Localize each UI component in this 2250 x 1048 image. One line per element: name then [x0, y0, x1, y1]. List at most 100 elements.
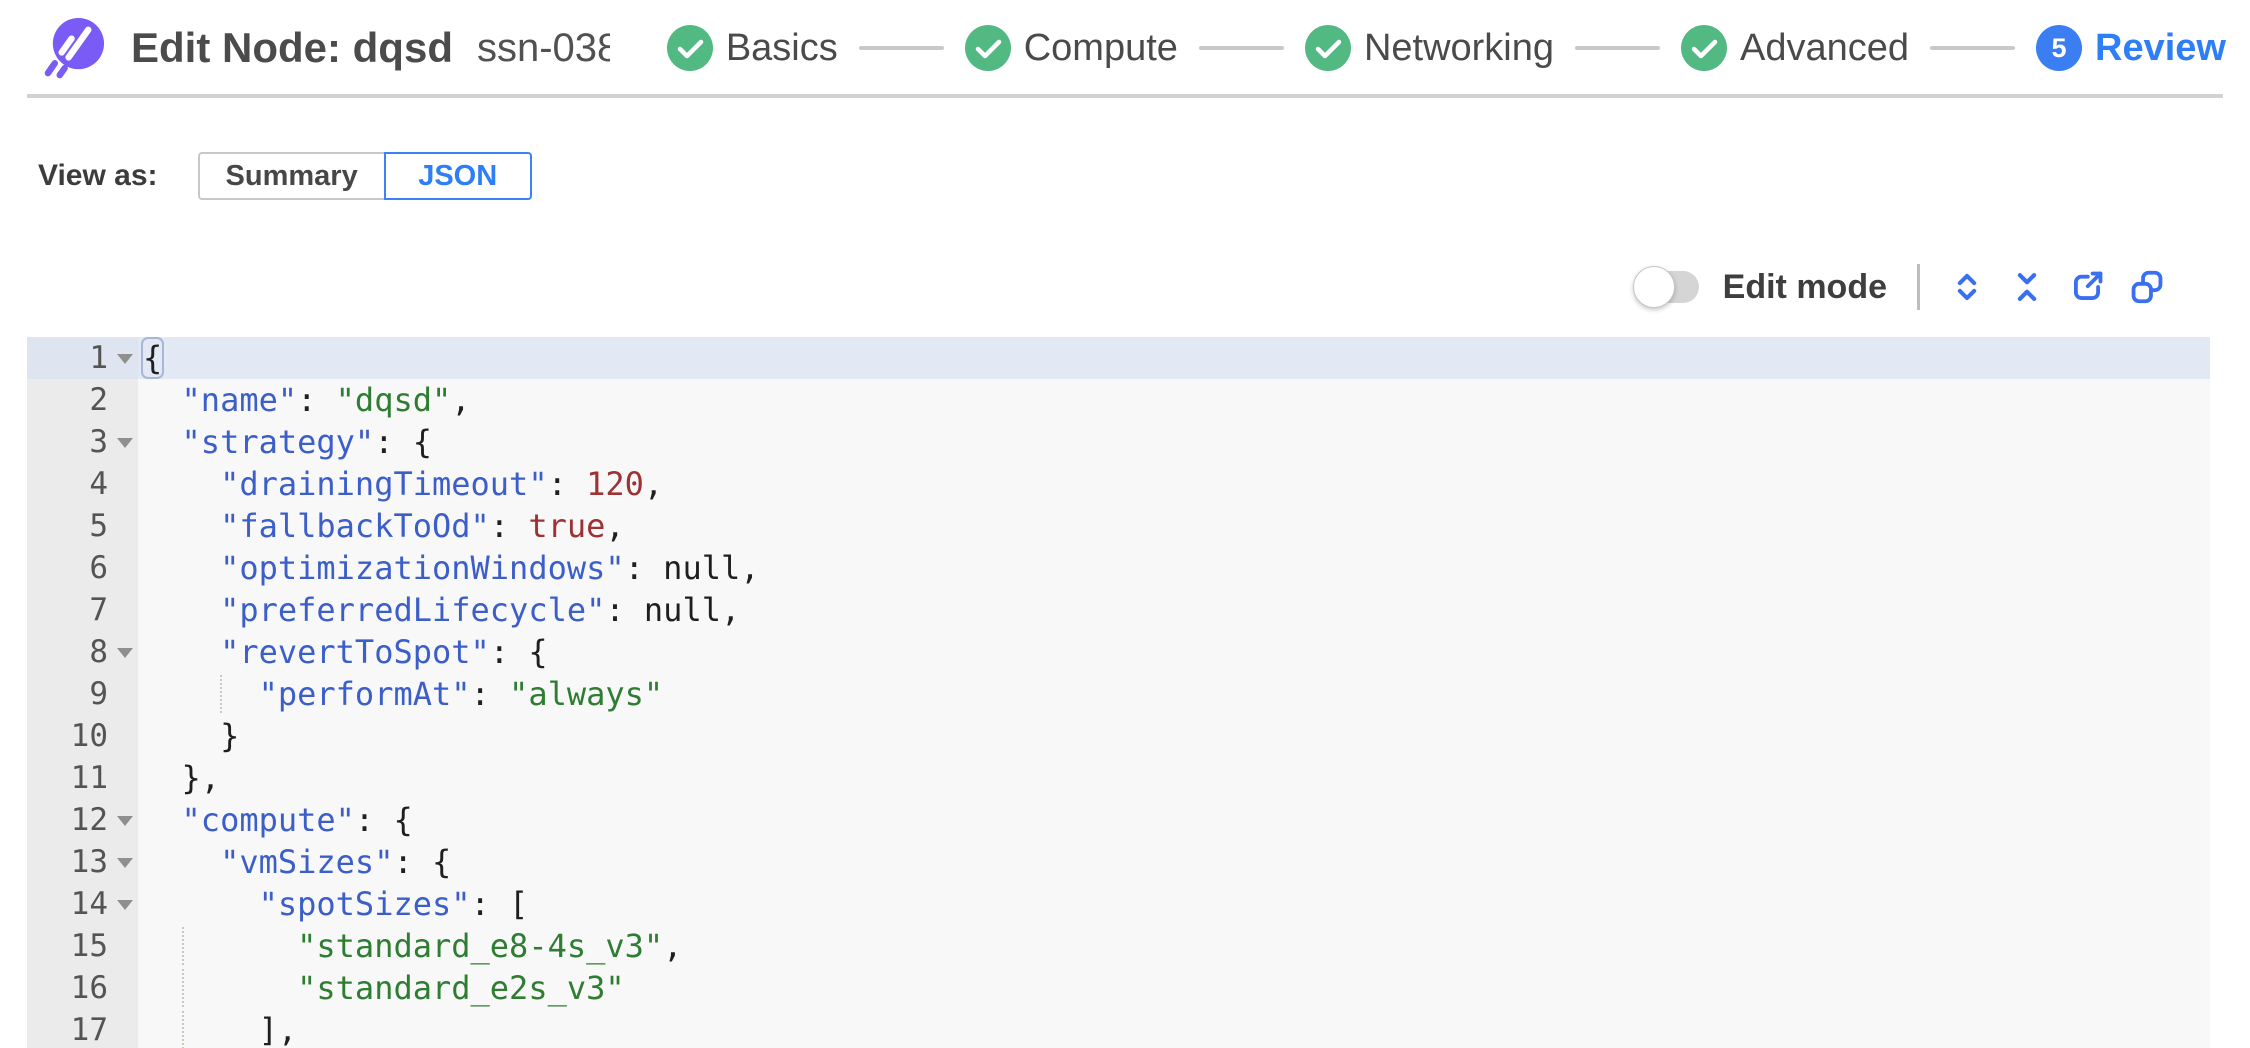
step-label: Review [2095, 26, 2226, 69]
line-number: 5 [89, 508, 108, 544]
code-line[interactable]: ], [138, 1009, 2210, 1048]
indent-guide [181, 969, 184, 1007]
line-number: 16 [70, 970, 108, 1006]
json-editor[interactable]: 1{2 "name": "dqsd",3 "strategy": {4 "dra… [27, 337, 2210, 1048]
step-label: Advanced [1740, 26, 1910, 69]
gutter-cell: 5 [27, 505, 138, 547]
code-line[interactable]: "name": "dqsd", [181, 381, 471, 419]
gutter-cell: 13 [27, 841, 138, 883]
gutter-cell: 16 [27, 967, 138, 1009]
step-compute[interactable]: Compute [964, 25, 1178, 71]
fold-arrow-icon[interactable] [117, 354, 133, 364]
gutter-cell: 3 [27, 421, 138, 463]
edit-mode-toggle-knob[interactable] [1632, 266, 1675, 308]
view-as-label: View as: [38, 159, 158, 192]
line-number: 7 [89, 592, 108, 628]
fold-arrow-icon[interactable] [117, 900, 133, 910]
fold-arrow-icon[interactable] [117, 858, 133, 868]
step-advanced[interactable]: Advanced [1681, 25, 1909, 71]
fold-arrow-icon[interactable] [117, 816, 133, 826]
indent-guide [181, 1011, 184, 1048]
edit-mode-toggle[interactable] [1632, 266, 1699, 308]
editor-toolbar: Edit mode [1632, 260, 2166, 314]
step-connector [1930, 46, 2016, 50]
copy-icon[interactable] [2128, 268, 2166, 306]
line-number: 11 [70, 760, 108, 796]
editor-line: 13 "vmSizes": { [27, 841, 2210, 883]
code-line[interactable]: "compute": { [181, 801, 413, 839]
step-check-icon [1304, 25, 1351, 71]
step-connector [858, 46, 944, 50]
gutter-cell: 14 [27, 883, 138, 925]
step-basics[interactable]: Basics [666, 25, 838, 71]
code-line[interactable]: "revertToSpot": { [220, 633, 548, 671]
line-number: 12 [70, 802, 108, 838]
editor-line: 10 } [27, 715, 2210, 757]
line-number: 9 [89, 676, 108, 712]
line-number: 6 [89, 550, 108, 586]
line-number: 2 [89, 382, 108, 418]
editor-line: 7 "preferredLifecycle": null, [27, 589, 2210, 631]
line-number: 14 [70, 886, 108, 922]
code-line[interactable]: "drainingTimeout": 120, [220, 465, 664, 503]
gutter-cell: 6 [27, 547, 138, 589]
editor-line: 17 ], [27, 1009, 2210, 1048]
code-line[interactable]: "optimizationWindows": null, [220, 549, 760, 587]
code-line[interactable]: "spotSizes": [ [258, 885, 529, 923]
editor-line: 15 "standard_e8-4s_v3", [27, 925, 2210, 967]
editor-line: 8 "revertToSpot": { [27, 631, 2210, 673]
view-as-json-button[interactable]: JSON [383, 152, 532, 200]
line-number: 13 [70, 844, 108, 880]
gutter-cell: 17 [27, 1009, 138, 1048]
step-connector [1198, 46, 1284, 50]
editor-line: 9 "performAt": "always" [27, 673, 2210, 715]
gutter-cell: 7 [27, 589, 138, 631]
gutter-cell: 2 [27, 379, 138, 421]
header-divider [27, 94, 2223, 98]
line-number: 10 [70, 718, 108, 754]
code-line[interactable]: { [138, 337, 2210, 379]
code-line[interactable]: } [220, 717, 240, 755]
fold-arrow-icon[interactable] [117, 648, 133, 658]
edit-mode-label: Edit mode [1722, 267, 1887, 306]
code-line[interactable]: "standard_e8-4s_v3", [138, 925, 2210, 967]
editor-line: 16 "standard_e2s_v3" [27, 967, 2210, 1009]
line-number: 1 [89, 340, 108, 376]
expand-all-icon[interactable] [1948, 268, 1986, 306]
gutter-cell: 4 [27, 463, 138, 505]
editor-line: 2 "name": "dqsd", [27, 379, 2210, 421]
view-as-summary-button[interactable]: Summary [197, 152, 386, 200]
step-label: Basics [725, 26, 838, 69]
step-connector [1575, 46, 1661, 50]
code-line[interactable]: "performAt": "always" [138, 673, 2210, 715]
export-icon[interactable] [2068, 268, 2106, 306]
editor-line: 5 "fallbackToOd": true, [27, 505, 2210, 547]
editor-line: 11 }, [27, 757, 2210, 799]
collapse-all-icon[interactable] [2008, 268, 2046, 306]
editor-line: 14 "spotSizes": [ [27, 883, 2210, 925]
code-line[interactable]: "standard_e2s_v3" [138, 967, 2210, 1009]
gutter-cell: 12 [27, 799, 138, 841]
code-line[interactable]: }, [181, 759, 221, 797]
toolbar-icons [1948, 268, 2166, 306]
code-line[interactable]: "fallbackToOd": true, [220, 507, 625, 545]
node-id-subtitle: ssn-038 [476, 25, 610, 70]
line-number: 15 [70, 928, 108, 964]
step-check-icon [666, 25, 713, 71]
step-networking[interactable]: Networking [1304, 25, 1554, 71]
step-check-icon [1681, 25, 1728, 71]
gutter-cell: 9 [27, 673, 138, 715]
fold-arrow-icon[interactable] [117, 438, 133, 448]
indent-guide [220, 675, 223, 713]
toolbar-divider [1917, 264, 1920, 310]
editor-line: 1{ [27, 337, 2210, 379]
gutter-cell: 10 [27, 715, 138, 757]
code-line[interactable]: "strategy": { [181, 423, 432, 461]
code-line[interactable]: "vmSizes": { [220, 843, 452, 881]
code-line[interactable]: "preferredLifecycle": null, [220, 591, 741, 629]
indent-guide [181, 927, 184, 965]
